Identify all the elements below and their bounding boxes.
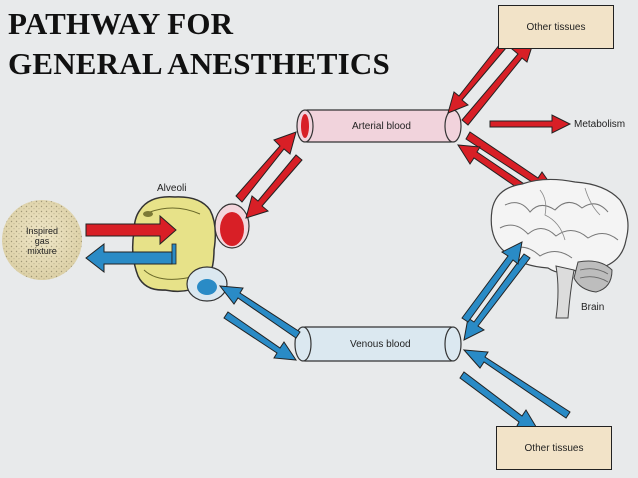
venous-to-brain-arrow — [461, 241, 523, 323]
capillary-to-venous-arrow — [223, 311, 297, 361]
brain-label: Brain — [581, 302, 605, 313]
tissues-bottom-to-venous-arrow — [462, 349, 571, 419]
inspired-arrow — [85, 214, 177, 246]
venous-capillary — [186, 266, 228, 302]
inspired-gas-line-1: Inspired — [25, 226, 59, 236]
inspired-gas-line-2: gas — [34, 236, 50, 246]
venous-to-capillary-arrow — [218, 285, 301, 339]
other-tissues-top-box: Other tissues — [498, 5, 614, 49]
venous-blood-vessel — [294, 326, 462, 362]
metabolism-label: Metabolism — [574, 119, 626, 130]
exhaled-arrow — [85, 242, 173, 274]
inspired-gas-sphere — [2, 200, 82, 280]
venous-blood-label: Venous blood — [350, 339, 411, 350]
page-title: PATHWAY FOR GENERAL ANESTHETICS — [8, 4, 390, 84]
arterial-capillary — [214, 203, 250, 249]
to-other-tissues-top-arrow — [461, 39, 535, 126]
title-line-1: PATHWAY FOR — [8, 6, 234, 41]
title-line-2: GENERAL ANESTHETICS — [8, 46, 390, 81]
arterial-down-arrow — [245, 154, 303, 219]
venous-to-tissues-bottom-arrow — [459, 371, 539, 431]
inspired-gas-label: Inspired gas mixture — [14, 226, 70, 256]
other-tissues-bottom-box: Other tissues — [496, 426, 612, 470]
inspired-gas-line-3: mixture — [27, 246, 57, 256]
brain-to-venous-arrow — [463, 253, 531, 341]
other-tissues-top-label: Other tissues — [526, 21, 586, 33]
arterial-up-arrow — [235, 131, 297, 203]
to-metabolism-arrow — [489, 114, 572, 134]
other-tissues-bottom-label: Other tissues — [524, 442, 584, 454]
arterial-blood-label: Arterial blood — [352, 121, 411, 132]
alveoli-label: Alveoli — [157, 183, 187, 194]
from-other-tissues-top-arrow — [447, 43, 507, 114]
